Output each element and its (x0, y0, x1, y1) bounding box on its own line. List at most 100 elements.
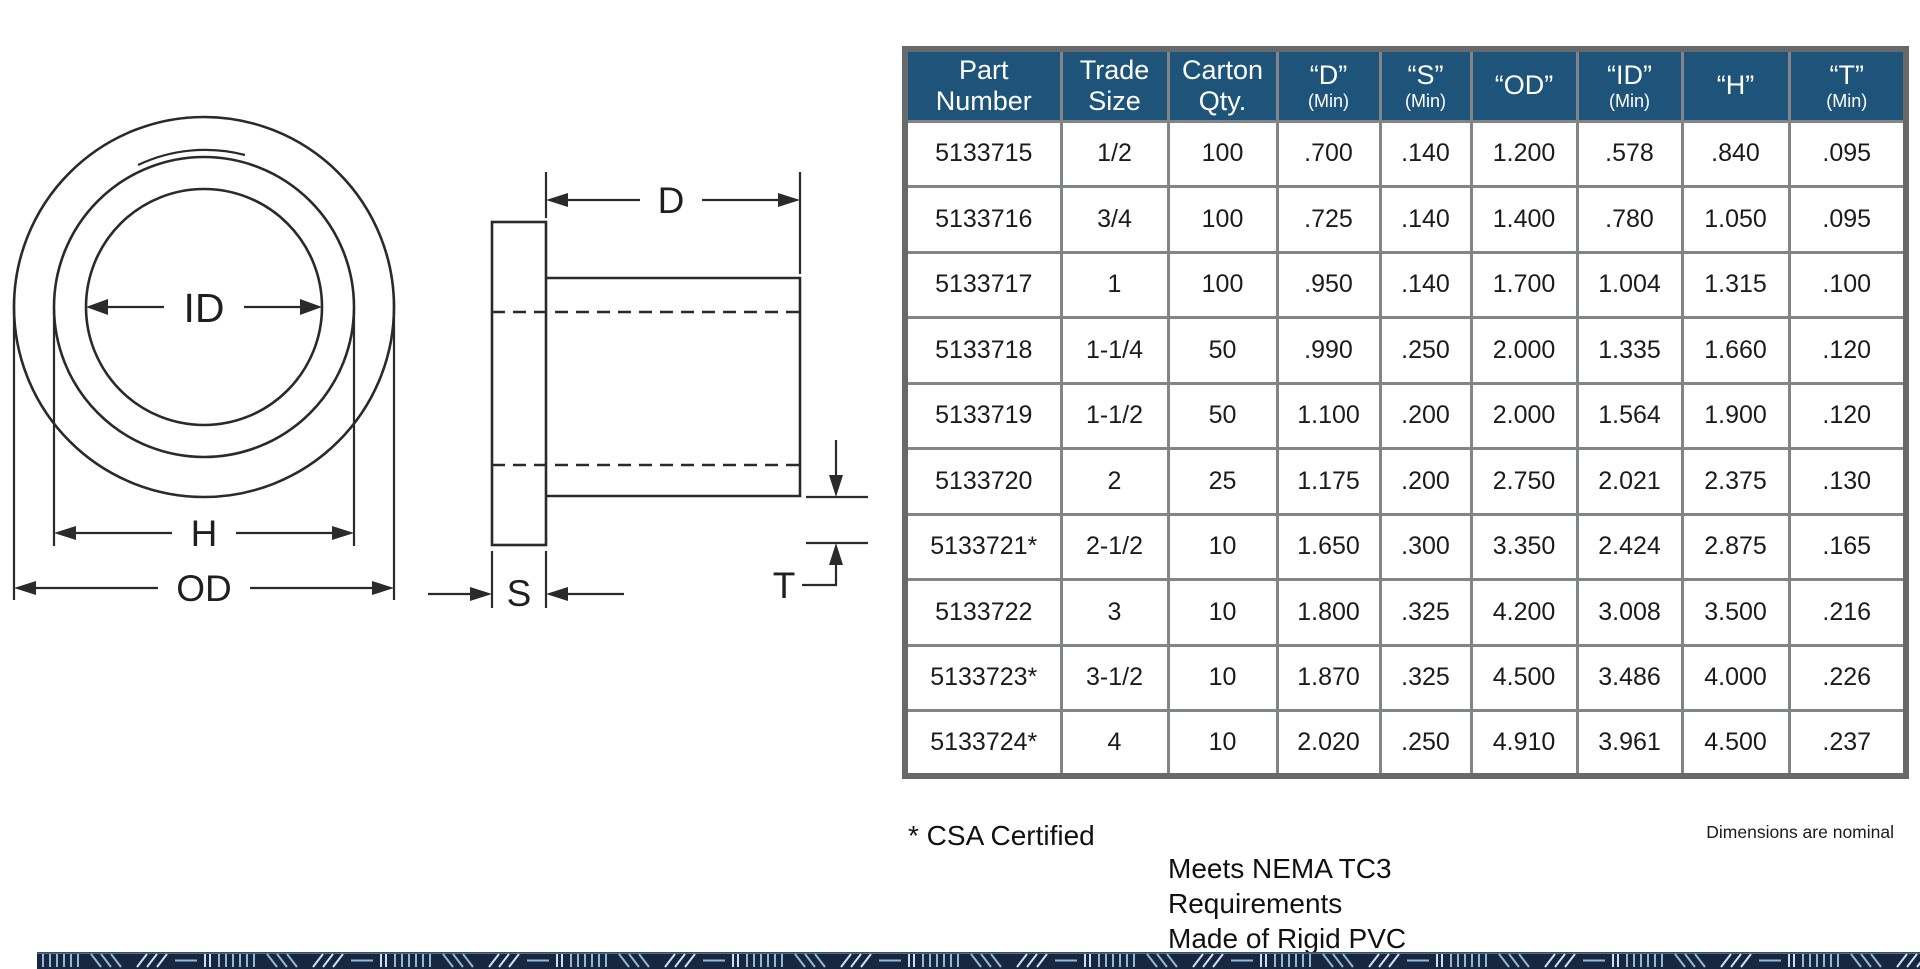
spec-cell: 25 (1166, 447, 1279, 516)
spec-cell: .120 (1787, 316, 1908, 385)
spec-cell: 100 (1166, 119, 1279, 188)
spec-cell: .725 (1275, 185, 1382, 254)
spec-cell: 100 (1166, 185, 1279, 254)
t-dimension: T (773, 440, 868, 606)
part-number-cell: 5133715 (903, 119, 1063, 188)
lip-arc (137, 148, 246, 166)
part-number-cell: 5133723* (903, 643, 1063, 712)
material-note: Meets NEMA TC3 Requirements Made of Rigi… (1168, 851, 1406, 956)
spec-cell: .095 (1787, 119, 1908, 188)
band-top-edge (37, 952, 1920, 954)
spec-cell: 1 (1059, 250, 1170, 319)
spec-cell: 2.000 (1469, 316, 1579, 385)
part-number-cell: 5133720 (903, 447, 1063, 516)
decorative-hatch-band (37, 952, 1920, 969)
spec-cell: 1.335 (1575, 316, 1684, 385)
spec-cell: 3.008 (1575, 578, 1684, 647)
spec-cell: .300 (1378, 512, 1473, 581)
material-note-line: Requirements (1168, 888, 1343, 919)
column-header: “D”(Min) (1275, 47, 1382, 123)
column-header: “T”(Min) (1787, 47, 1908, 123)
column-header: “ID”(Min) (1575, 47, 1684, 123)
spec-cell: 4 (1059, 709, 1170, 778)
part-number-cell: 5133716 (903, 185, 1063, 254)
spec-cell: .840 (1680, 119, 1791, 188)
spec-cell: .990 (1275, 316, 1382, 385)
spec-cell: .130 (1787, 447, 1908, 516)
spec-cell: 2-1/2 (1059, 512, 1170, 581)
spec-cell: .578 (1575, 119, 1684, 188)
spec-cell: .200 (1378, 381, 1473, 450)
spec-cell: .250 (1378, 316, 1473, 385)
spec-cell: 50 (1166, 316, 1279, 385)
spec-cell: .100 (1787, 250, 1908, 319)
material-note-line: Meets NEMA TC3 (1168, 853, 1392, 884)
spec-cell: .140 (1378, 185, 1473, 254)
spec-cell: 2.875 (1680, 512, 1791, 581)
dimensions-nominal-note: Dimensions are nominal (1706, 822, 1894, 842)
spec-cell: .780 (1575, 185, 1684, 254)
spec-cell: .237 (1787, 709, 1908, 778)
od-dimension-label: OD (176, 568, 232, 609)
part-number-cell: 5133724* (903, 709, 1063, 778)
spec-cell: 2.424 (1575, 512, 1684, 581)
d-dimension-label: D (658, 180, 685, 221)
d-dimension: D (544, 172, 802, 274)
spec-cell: .226 (1787, 643, 1908, 712)
id-dimension: ID (86, 285, 322, 331)
spec-cell: .165 (1787, 512, 1908, 581)
spec-cell: .140 (1378, 119, 1473, 188)
side-view (490, 220, 802, 547)
spec-cell: 2.750 (1469, 447, 1579, 516)
spec-cell: 4.000 (1680, 643, 1791, 712)
spec-cell: 1.870 (1275, 643, 1382, 712)
part-number-cell: 5133717 (903, 250, 1063, 319)
spec-cell: 3.350 (1469, 512, 1579, 581)
part-number-cell: 5133718 (903, 316, 1063, 385)
spec-cell: 2.375 (1680, 447, 1791, 516)
spec-cell: .216 (1787, 578, 1908, 647)
spec-cell: 3/4 (1059, 185, 1170, 254)
h-dimension-label: H (191, 513, 218, 554)
s-dimension: S (428, 551, 624, 614)
part-number-cell: 5133722 (903, 578, 1063, 647)
spec-cell: 4.200 (1469, 578, 1579, 647)
spec-cell: 1.175 (1275, 447, 1382, 516)
material-note-line: Made of Rigid PVC (1168, 923, 1407, 954)
column-header: “S”(Min) (1378, 47, 1473, 123)
spec-cell: 3.961 (1575, 709, 1684, 778)
spec-cell: 1/2 (1059, 119, 1170, 188)
spec-cell: 4.910 (1469, 709, 1579, 778)
spec-cell: 1.650 (1275, 512, 1382, 581)
h-dimension: H (54, 513, 354, 554)
spec-cell: 1.050 (1680, 185, 1791, 254)
spec-cell: 1.315 (1680, 250, 1791, 319)
spec-cell: 10 (1166, 709, 1279, 778)
spec-cell: 1.200 (1469, 119, 1579, 188)
spec-cell: 1.400 (1469, 185, 1579, 254)
spec-cell: .120 (1787, 381, 1908, 450)
spec-cell: 2.000 (1469, 381, 1579, 450)
spec-cell: 1.004 (1575, 250, 1684, 319)
spec-cell: 3.486 (1575, 643, 1684, 712)
part-number-cell: 5133721* (903, 512, 1063, 581)
spec-cell: 1.900 (1680, 381, 1791, 450)
spec-cell: .095 (1787, 185, 1908, 254)
spec-cell: 50 (1166, 381, 1279, 450)
spec-cell: 2 (1059, 447, 1170, 516)
s-dimension-label: S (507, 573, 532, 614)
spec-cell: .140 (1378, 250, 1473, 319)
